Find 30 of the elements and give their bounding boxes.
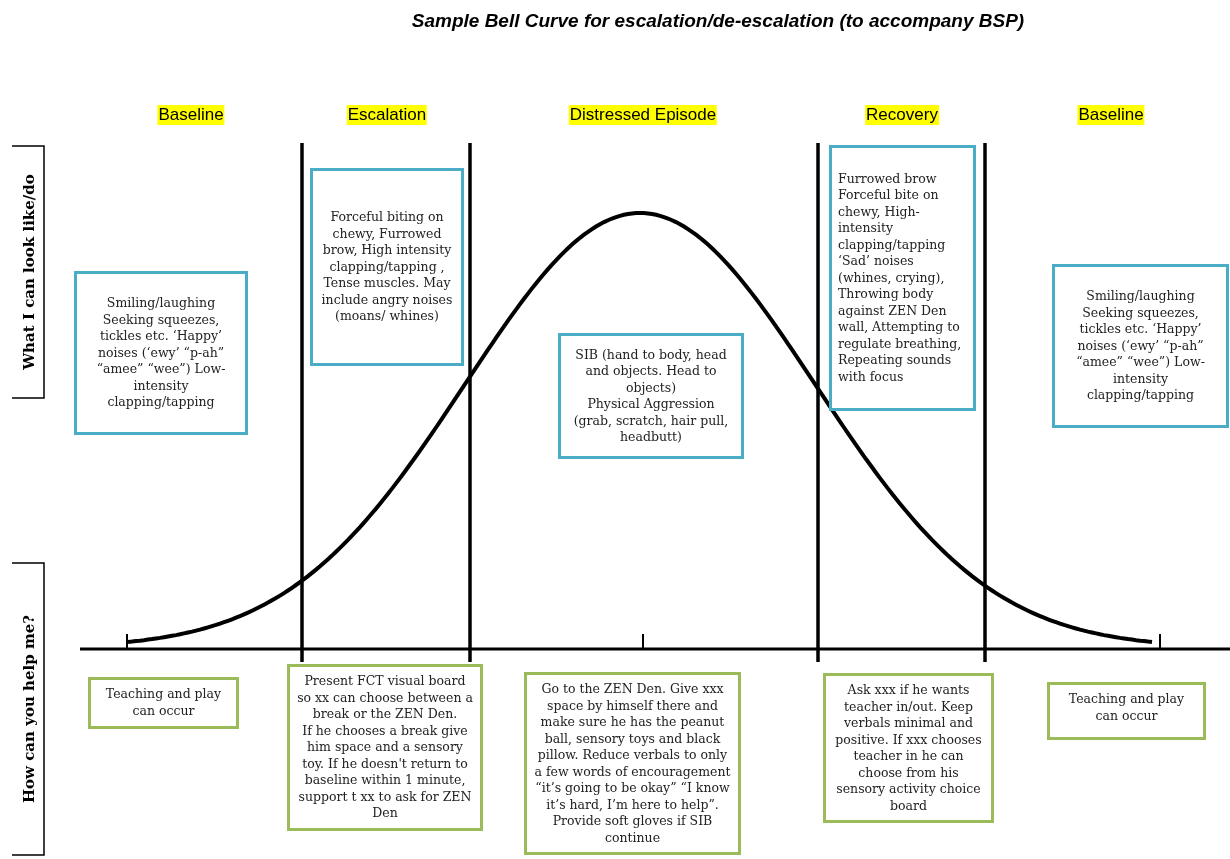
box-text: Forceful biting on chewy, Furrowed brow, High intensity clapping/tapping , Tense muscles. May include angry noises (moans/ whines) (320, 209, 454, 325)
strategy-box (524, 672, 741, 855)
title: Sample Bell Curve for escalation/de-escalation (to accompany BSP) (411, 10, 1025, 32)
box-text: Ask xxx if he wants teacher in/out. Keep verbals minimal and positive. If xxx chooses teacher in he can choose from his sensory activity choice board (834, 682, 983, 814)
strategy-box (1047, 682, 1206, 740)
box-text: Smiling/laughing Seeking squeezes, tickles etc. ‘Happy’ noises (‘ewy’ “p-ah” “amee” “wee”) Low-intensity clapping/tapping (95, 295, 227, 411)
box-text: Present FCT visual board so xx can choose between a break or the ZEN Den. (296, 673, 474, 723)
behaviour-box (1052, 264, 1229, 428)
box-text: Teaching and play can occur (1067, 691, 1186, 724)
row-heading: What I can look like/do (20, 174, 38, 370)
row-heading: How can you help me? (20, 614, 38, 804)
phase-heading: Recovery (865, 105, 939, 125)
behaviour-box (558, 333, 744, 459)
strategy-box (88, 677, 239, 729)
box-text: Physical Aggression (grab, scratch, hair pull, headbutt) (572, 396, 730, 446)
strategy-box (287, 664, 483, 831)
phase-heading: Baseline (1077, 105, 1145, 125)
phase-heading: Escalation (346, 105, 428, 125)
box-text: Teaching and play can occur (104, 686, 223, 719)
behaviour-box (310, 168, 464, 366)
behaviour-box (829, 145, 976, 411)
phase-heading: Distressed Episode (568, 105, 718, 125)
box-text: Smiling/laughing Seeking squeezes, tickles etc. ‘Happy’ noises (‘ewy’ “p-ah” “amee” “wee”) Low-intensity clapping/tapping (1075, 288, 1206, 404)
box-text: SIB (hand to body, head and objects. Head to objects) (574, 346, 728, 396)
strategy-box (823, 673, 994, 823)
box-text: Go to the ZEN Den. Give xxx space by himself there and make sure he has the peanut ball, sensory toys and black pillow. Reduce verbals to only a few words of encouragement “it’s going to be okay” “I know it’s hard, I’m here to help”. Provide soft gloves if SIB continue (533, 681, 732, 846)
box-text: If he chooses a break give him space and a sensory toy. If he doesn't return to baseline within 1 minute, support t xx to ask for ZEN Den (297, 722, 473, 822)
phase-heading: Baseline (157, 105, 225, 125)
box-text: Furrowed brow Forceful bite on chewy, High-intensity clapping/tapping ‘Sad’ noises (whines, crying), Throwing body against ZEN Den wall, Attempting to regulate breathing, Repeating sounds with focus (838, 170, 963, 386)
behaviour-box (74, 271, 248, 435)
